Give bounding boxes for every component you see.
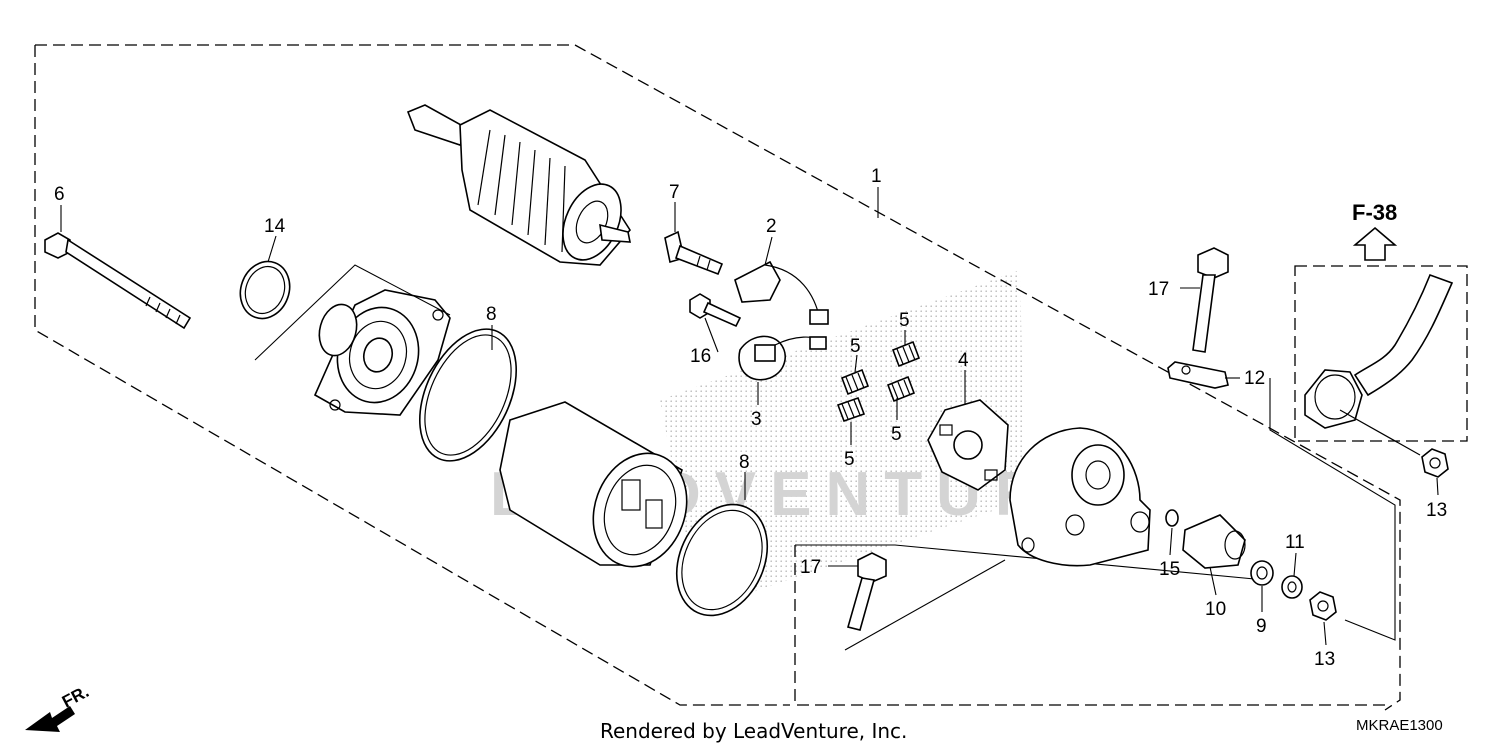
small-o-ring: [239, 260, 291, 320]
front-cover: [313, 289, 451, 416]
callout-16: 16: [690, 346, 711, 367]
front-cover-bracket: [254, 264, 451, 361]
brush-spring-c: [891, 340, 921, 368]
rear-cover: [1009, 427, 1151, 567]
callout-13-lower: 13: [1314, 649, 1335, 670]
reference-label: F-38: [1352, 200, 1397, 225]
reference-box: [1294, 265, 1468, 442]
callout-13-upper: 13: [1426, 500, 1447, 521]
brush-spring-b: [836, 396, 866, 423]
assembly-outline: [35, 44, 1401, 711]
callout-12: 12: [1244, 368, 1265, 389]
callout-5-lower-left: 5: [844, 449, 855, 470]
callout-5-upper-left: 5: [850, 336, 861, 357]
diagram-code: MKRAE1300: [1356, 717, 1443, 734]
large-o-ring-front: [418, 328, 518, 462]
ground-plate: [1167, 361, 1229, 389]
armature: [406, 104, 631, 266]
callout-5-upper-right: 5: [899, 310, 910, 331]
link-box-bottom-top: [795, 544, 1266, 581]
assembly-outline-left: [34, 45, 790, 706]
callout-6: 6: [54, 184, 65, 205]
brush-set: [738, 335, 827, 381]
callout-5-lower-right: 5: [891, 424, 902, 445]
callout-8-front: 8: [486, 304, 497, 325]
callout-2: 2: [766, 216, 777, 237]
brush-holder: [734, 260, 829, 325]
callout-9: 9: [1256, 616, 1267, 637]
terminal-nut-upper: [1421, 448, 1449, 478]
mounting-bolt-lower: [847, 552, 887, 631]
brush-spring-a: [840, 368, 870, 396]
leader-lines: [60, 187, 1439, 646]
callout-8-rear: 8: [739, 452, 750, 473]
reference-arrow-icon: [1352, 226, 1398, 261]
callout-1: 1: [871, 166, 882, 187]
callout-3: 3: [751, 409, 762, 430]
callout-7: 7: [669, 182, 680, 203]
large-o-ring-rear: [675, 503, 769, 617]
motor-yoke: [499, 401, 688, 568]
credit-text: Rendered by LeadVenture, Inc.: [600, 719, 907, 743]
terminal-nut-lower: [1309, 591, 1337, 621]
callout-10: 10: [1205, 599, 1226, 620]
callout-14: 14: [264, 216, 286, 237]
terminal-bolt: [664, 230, 724, 276]
link-box-right: [1269, 378, 1396, 641]
callout-11: 11: [1285, 532, 1305, 553]
terminal-washer: [1250, 560, 1274, 586]
through-bolt: [44, 232, 192, 330]
front-direction-label: FR.: [59, 682, 92, 712]
callout-4: 4: [958, 350, 969, 371]
brush-spring-d: [886, 375, 916, 403]
lock-washer: [1281, 575, 1303, 599]
link-line-bolt: [844, 559, 1006, 651]
brush-plate: [927, 399, 1009, 491]
callout-17-lower: 17: [800, 557, 821, 578]
terminal-o-ring: [1165, 509, 1179, 527]
terminal-insulator: [1182, 514, 1246, 569]
starter-cable: [1304, 273, 1454, 456]
callout-15: 15: [1159, 559, 1180, 580]
mounting-bolt-upper: [1192, 247, 1229, 353]
callout-17-upper: 17: [1148, 279, 1169, 300]
front-direction-arrow-icon: [25, 706, 75, 732]
small-bolt: [689, 293, 742, 328]
